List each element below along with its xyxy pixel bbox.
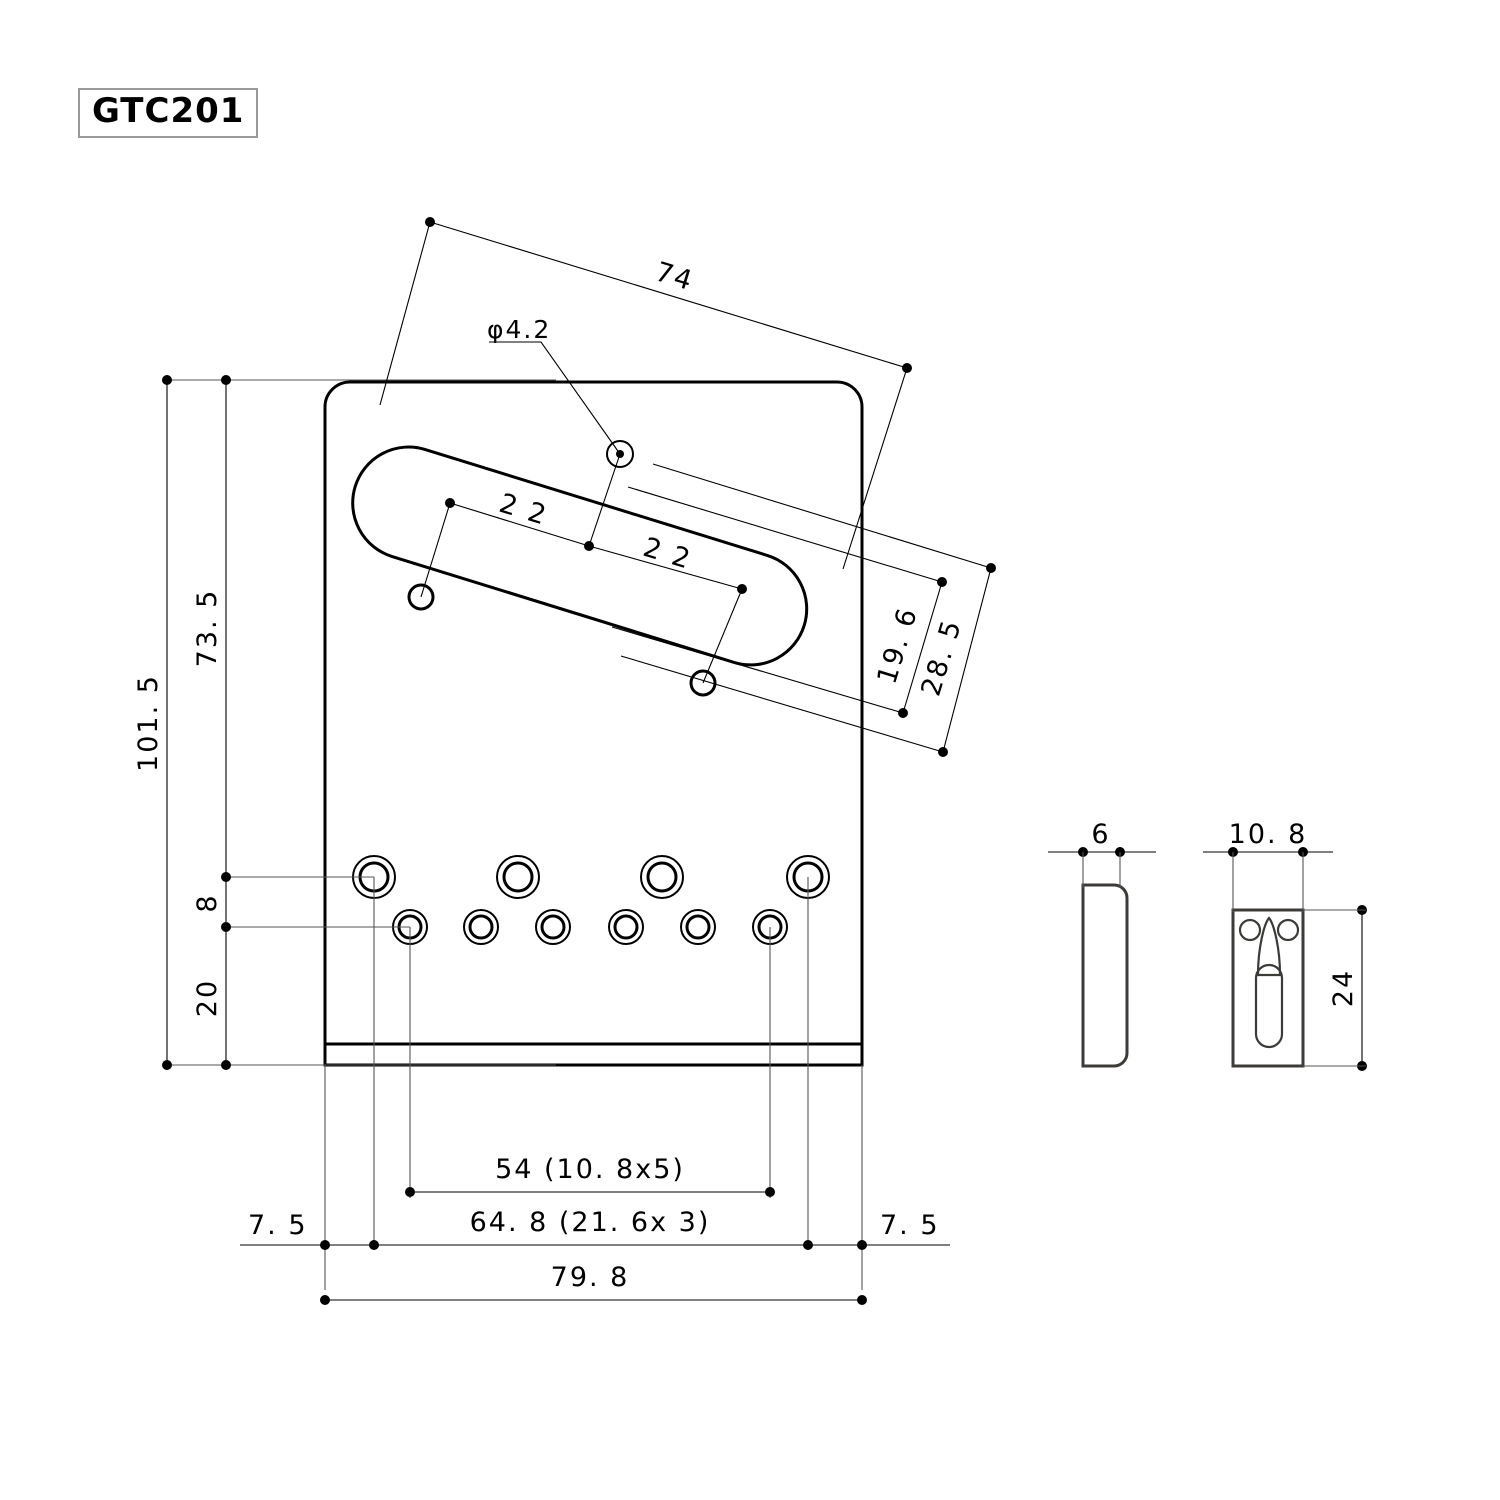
dim-pickup-to-top: 73. 5 (192, 589, 223, 668)
dim-post-span: 64. 8 (21. 6x 3) (470, 1207, 711, 1238)
dim-overall-height: 101. 5 (133, 674, 164, 772)
saddle-post-holes-row (352, 855, 830, 899)
pickup-route-slot (351, 445, 809, 667)
dim-196: 19. 6 (872, 603, 925, 687)
dim-saddle-height: 24 (1328, 969, 1359, 1007)
dim-22-left: 2 2 (496, 488, 552, 532)
part-number-label: GTC201 (92, 91, 245, 131)
saddle-hole-right (1276, 918, 1300, 942)
dim-edge-right: 7. 5 (880, 1210, 940, 1241)
pickup-mount-hole-right (689, 669, 717, 697)
leader-phi42: φ4.2 (487, 315, 621, 455)
left-dimension-group: 101. 5 73. 5 8 20 (133, 375, 556, 1070)
dim-22-right: 2 2 (640, 532, 696, 576)
dim-bottom-offset: 20 (192, 979, 223, 1017)
dim-saddle-thickness: 6 (1091, 819, 1110, 850)
dim-74-group: 74 (379, 217, 912, 570)
plate-outline (323, 380, 864, 1067)
saddle-hole-left (1238, 918, 1262, 942)
dim-row-gap: 8 (192, 893, 223, 912)
title-box: GTC201 (78, 88, 259, 138)
pickup-mount-hole-left (407, 583, 435, 611)
dim-overall-width: 79. 8 (551, 1262, 630, 1293)
bottom-dimension-group: 54 (10. 8x5) 64. 8 (21. 6x 3) 7. 5 7. 5 … (240, 877, 950, 1305)
dim-hole-diameter: φ4.2 (487, 315, 551, 344)
dim-edge-left: 7. 5 (248, 1210, 308, 1241)
string-through-holes-row (392, 909, 788, 945)
dim-slot-length-74: 74 (652, 256, 698, 297)
saddle-front-view: 10. 8 24 (1203, 819, 1367, 1071)
saddle-side-view: 6 (1048, 819, 1156, 1068)
dim-saddle-width: 10. 8 (1229, 819, 1308, 850)
dim-285-group: 28. 5 (620, 463, 996, 757)
dim-saddle-span: 54 (10. 8x5) (495, 1154, 685, 1185)
